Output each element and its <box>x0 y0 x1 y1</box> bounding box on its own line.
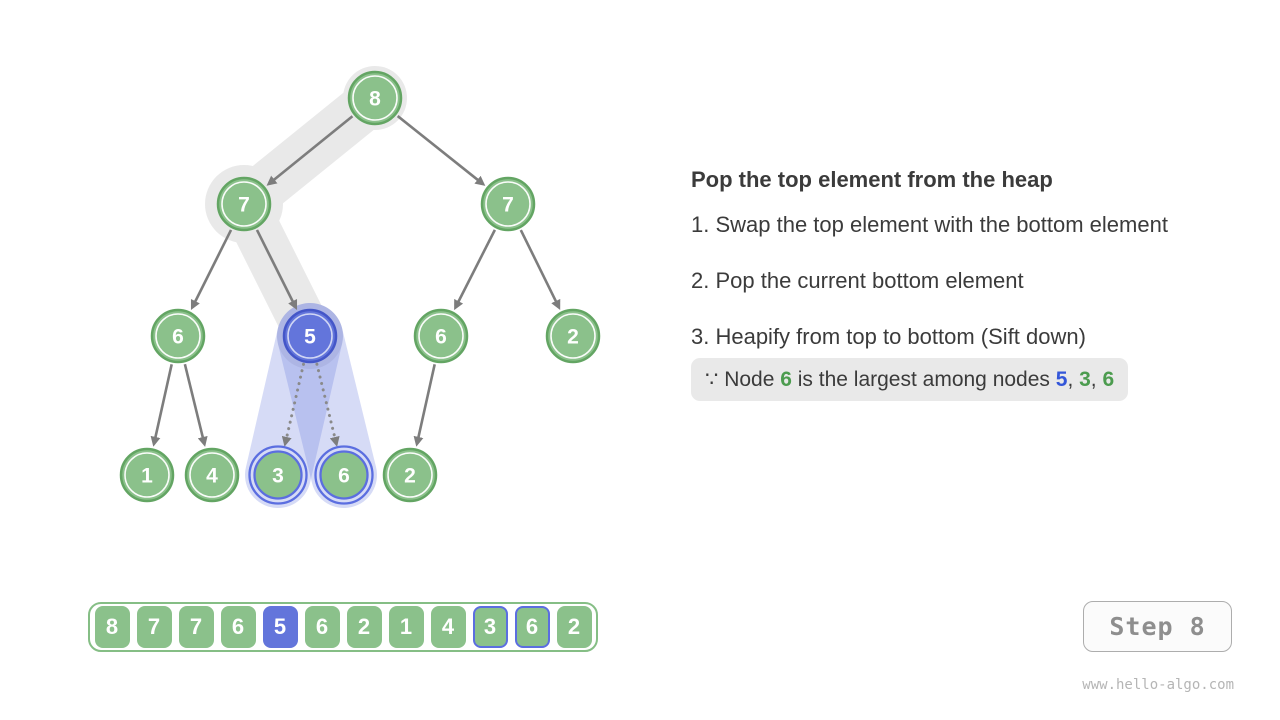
tree-edge <box>150 364 173 447</box>
tree-node-label: 2 <box>404 465 416 488</box>
array-cell: 4 <box>430 606 466 648</box>
array-cell: 8 <box>94 606 130 648</box>
tree-node-label: 4 <box>206 465 218 488</box>
tree-edge <box>413 364 436 447</box>
instruction-step-2: 2. Pop the current bottom element <box>691 268 1024 293</box>
tree-node-label: 1 <box>141 465 153 488</box>
array-cell: 7 <box>178 606 214 648</box>
tree-edge <box>190 229 233 311</box>
tree-node-label: 6 <box>435 326 447 349</box>
page-title: Pop the top element from the heap <box>691 167 1053 192</box>
tree-edge <box>266 115 354 186</box>
heap-tree-diagram: 8 7 7 6 5 6 2 1 4 3 6 2 <box>119 66 601 508</box>
array-cell: 1 <box>388 606 424 648</box>
tree-node-label: 2 <box>567 326 579 349</box>
tree-node-label: 6 <box>172 326 184 349</box>
note-text-part: 6 <box>780 368 792 391</box>
array-cell: 6 <box>514 606 550 648</box>
note-text-part: ∵ Node <box>705 368 781 391</box>
watermark: www.hello-algo.com <box>1082 677 1234 693</box>
tree-node-8: 8 <box>347 70 403 126</box>
tree-node-6: 6 <box>413 308 469 364</box>
note-text-part: is the largest among nodes <box>791 368 1056 391</box>
note-text-part: 5 <box>1055 368 1068 391</box>
tree-node-7: 7 <box>480 176 536 232</box>
tree-edge <box>396 115 486 186</box>
array-cell: 2 <box>556 606 592 648</box>
array-cell: 7 <box>136 606 172 648</box>
tree-edge <box>183 363 208 447</box>
tree-node-label: 8 <box>369 88 381 111</box>
step-counter-button[interactable]: Step 8 <box>1083 601 1232 652</box>
tree-node-7: 7 <box>216 176 272 232</box>
note-text-part: 3 <box>1079 368 1091 391</box>
tree-edge-dotted <box>315 362 340 447</box>
tree-node-4: 4 <box>184 447 240 503</box>
tree-edges <box>150 115 561 447</box>
tree-node-6: 6 <box>150 308 206 364</box>
note-text-part: , <box>1067 368 1080 391</box>
instruction-step-1: 1. Swap the top element with the bottom … <box>691 212 1168 237</box>
tree-node-6: 6 <box>314 445 374 505</box>
tree-node-1: 1 <box>119 447 175 503</box>
tree-node-label: 3 <box>272 465 284 488</box>
tree-node-label: 5 <box>304 326 316 349</box>
array-cell: 6 <box>220 606 256 648</box>
tree-node-2: 2 <box>545 308 601 364</box>
tree-node-5: 5 <box>282 308 338 364</box>
note-text-part: , <box>1090 368 1103 391</box>
tree-node-label: 7 <box>502 194 514 217</box>
array-cell: 6 <box>304 606 340 648</box>
tree-node-2: 2 <box>382 447 438 503</box>
array-cell: 5 <box>262 606 298 648</box>
note-text-part: 6 <box>1102 368 1115 391</box>
tree-edge <box>519 229 561 310</box>
tree-node-label: 7 <box>238 194 250 217</box>
tree-node-label: 6 <box>338 465 350 488</box>
array-cell: 2 <box>346 606 382 648</box>
note-box: ∵ Node 6 is the largest among nodes 5, 3… <box>691 358 1129 401</box>
array-cell: 3 <box>472 606 508 648</box>
instruction-step-3: 3. Heapify from top to bottom (Sift down… <box>691 324 1086 349</box>
tree-edge <box>454 229 497 311</box>
tree-node-3: 3 <box>248 445 308 505</box>
tree-edge-dotted <box>281 362 305 447</box>
tree-edge <box>255 229 298 311</box>
